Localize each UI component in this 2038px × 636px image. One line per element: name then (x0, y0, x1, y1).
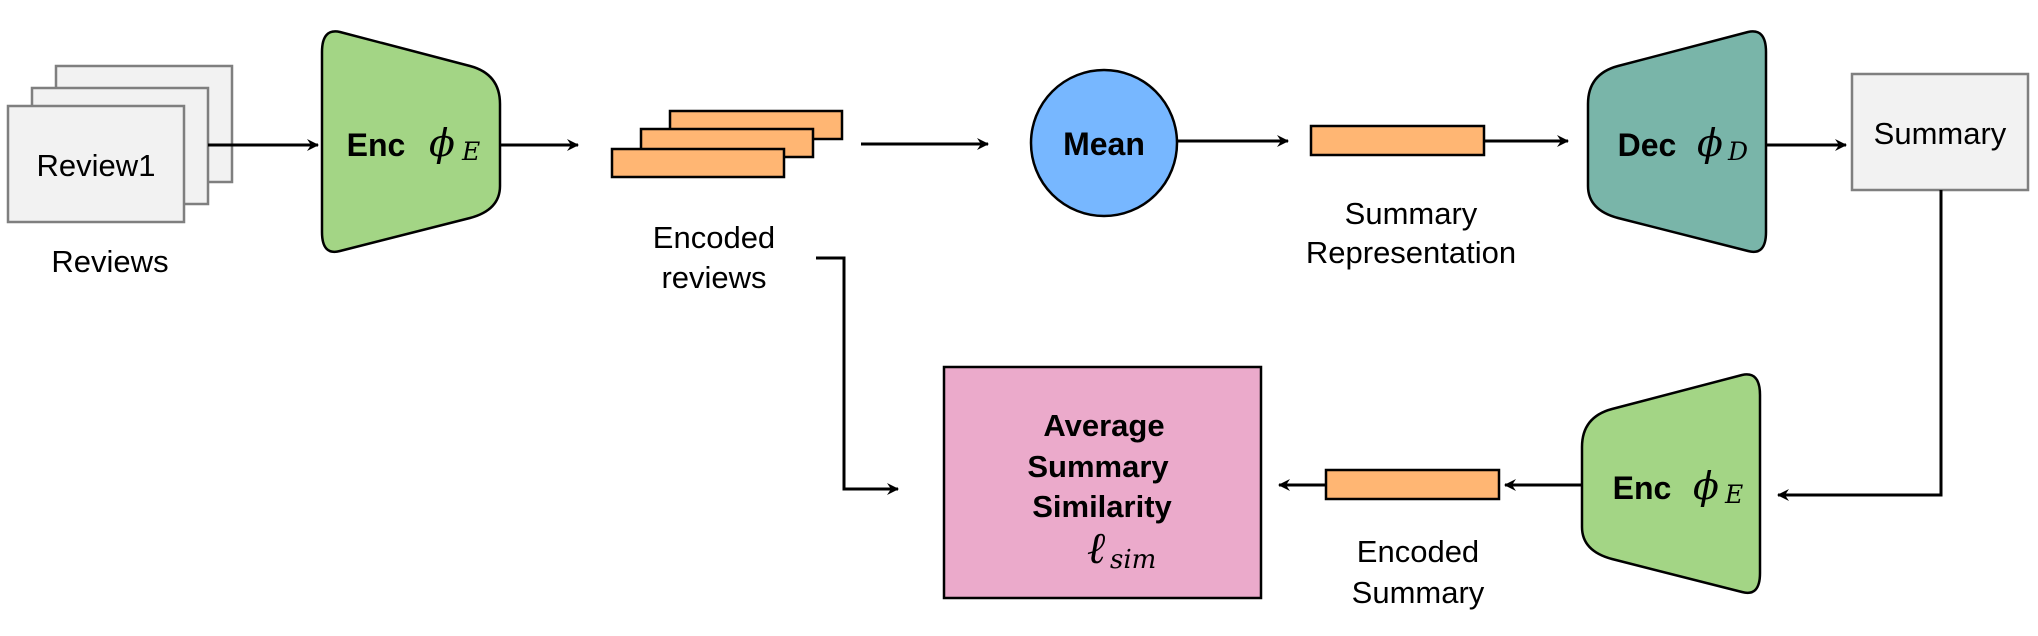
summary-rect (1850, 72, 2030, 192)
encoded-summary-caption-line2: Summary (1352, 575, 1485, 610)
review-card-label: Review1 (37, 148, 156, 183)
encoder-bottom-shape (1580, 373, 1762, 595)
arrow-summary-to-encoder-bottom (1777, 190, 1943, 501)
summary-representation-bar (1309, 124, 1486, 157)
similarity-line1: Average (1043, 408, 1164, 443)
encoded-summary-bar (1324, 468, 1501, 501)
review-card-front (6, 104, 186, 224)
similarity-line2: Summary (1027, 449, 1169, 484)
decoder-symbol: ϕ (1697, 121, 1723, 165)
encoder-top-shape (320, 30, 502, 254)
encoded-reviews-caption-line1: Encoded (653, 220, 775, 255)
encoded-review-bar-front (610, 147, 786, 179)
summary-representation-caption-line1: Summary (1345, 196, 1478, 231)
decoder-label: Dec (1618, 127, 1677, 163)
encoder-top-label: Enc (347, 127, 406, 163)
encoder-bottom-subscript: E (1724, 480, 1743, 509)
similarity-box: Average Summary Similarity ℓ sim (942, 365, 1263, 600)
similarity-subscript: sim (1110, 545, 1156, 575)
encoded-summary: Encoded Summary (1324, 468, 1501, 610)
encoder-top-symbol: ϕ (429, 121, 455, 165)
encoded-summary-caption-line1: Encoded (1357, 534, 1479, 569)
similarity-symbol: ℓ (1087, 523, 1106, 574)
reviews-caption: Reviews (51, 244, 168, 279)
encoder-top: Enc ϕ E (320, 30, 502, 254)
summary-box: Summary (1850, 72, 2030, 192)
summary-label: Summary (1874, 116, 2007, 151)
summary-representation-caption-line2: Representation (1306, 235, 1516, 270)
encoder-top-subscript: E (461, 137, 480, 166)
connectors (208, 135, 1943, 501)
decoder: Dec ϕ D (1586, 30, 1768, 254)
decoder-shape (1586, 30, 1768, 254)
summary-representation: Summary Representation (1306, 124, 1516, 270)
similarity-rect (942, 365, 1263, 600)
decoder-subscript: D (1727, 137, 1748, 166)
encoded-reviews-caption-line2: reviews (661, 260, 766, 295)
encoded-reviews-bars: Encoded reviews (610, 109, 844, 295)
mean-node: Mean (1029, 68, 1179, 218)
reviews-stack: Review1 Reviews (6, 64, 234, 279)
arrow-encoded-reviews-to-similarity (816, 256, 899, 495)
encoder-bottom-label: Enc (1613, 470, 1672, 506)
similarity-line3: Similarity (1032, 489, 1172, 524)
encoder-bottom: Enc ϕ E (1580, 373, 1762, 595)
encoder-bottom-symbol: ϕ (1693, 464, 1719, 508)
mean-label: Mean (1063, 126, 1145, 162)
mean-circle (1029, 68, 1179, 218)
